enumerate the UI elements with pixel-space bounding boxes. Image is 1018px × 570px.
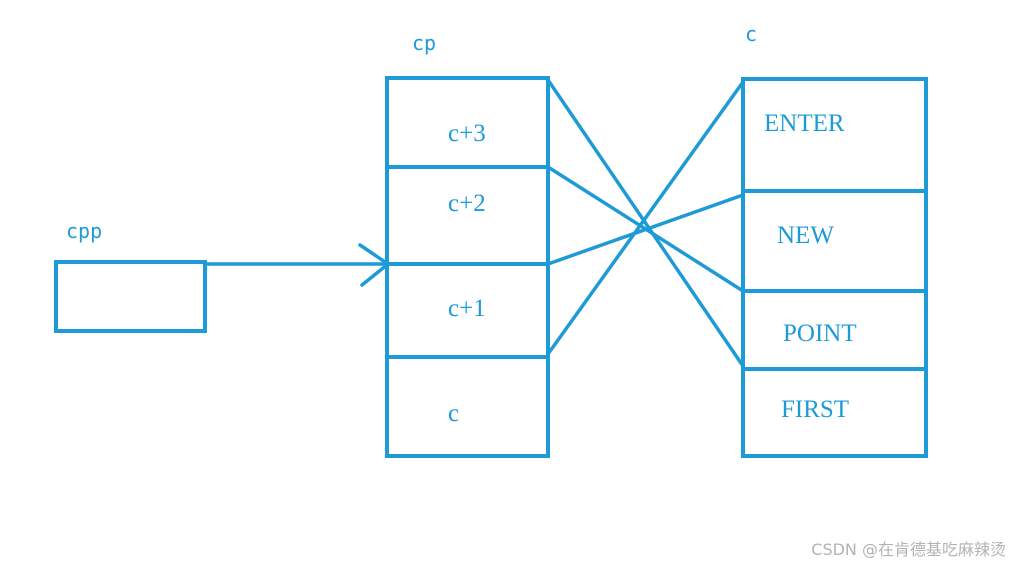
cp-cell-2-label: c+1: [448, 295, 486, 322]
cp-array: c+3 c+2 c+1 c: [385, 76, 550, 458]
c-cell-0-label: ENTER: [764, 110, 845, 137]
cp-label: cp: [412, 31, 436, 55]
c-cell-1-label: NEW: [777, 222, 834, 249]
c-cell-3-label: FIRST: [781, 396, 849, 423]
cpp-box: [54, 260, 207, 333]
c-cell-2-label: POINT: [783, 320, 857, 347]
link-c1-to-new: [546, 193, 745, 266]
c-cell-1: [741, 189, 928, 293]
cp-cell-0-label: c+3: [448, 120, 486, 147]
c-array: ENTER NEW POINT FIRST: [741, 77, 928, 458]
cp-cell-3-label: c: [448, 400, 459, 427]
cpp-label: cpp: [66, 219, 102, 243]
pointer-links: [546, 78, 745, 368]
watermark: CSDN @在肯德基吃麻辣烫: [811, 540, 1006, 559]
link-c-to-enter: [546, 80, 745, 356]
link-c3-to-first: [546, 78, 745, 368]
c-cell-3: [741, 367, 928, 458]
cp-cell-1-label: c+2: [448, 190, 486, 217]
cp-cell-3: [385, 355, 550, 458]
c-label: c: [745, 22, 757, 46]
